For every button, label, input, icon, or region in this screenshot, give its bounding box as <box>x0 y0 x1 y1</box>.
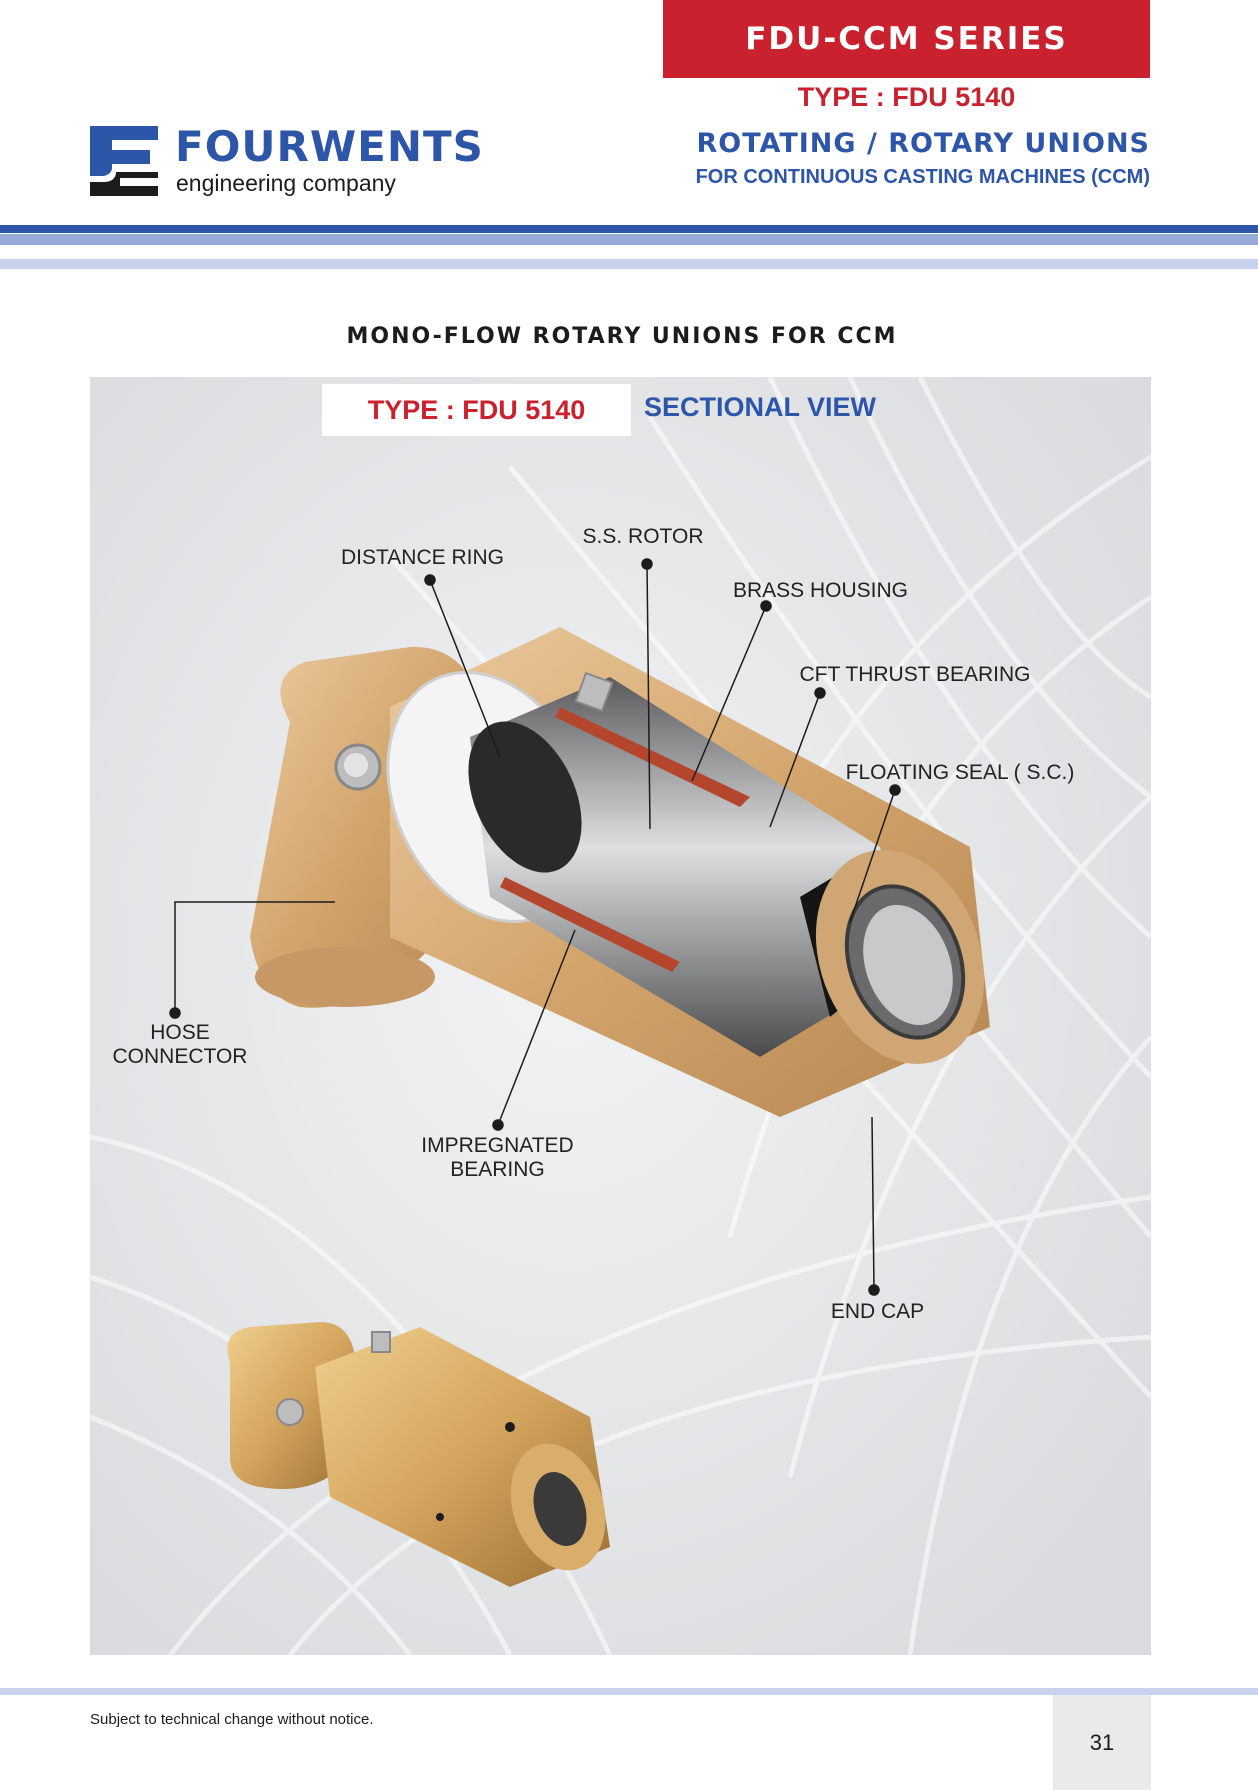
page-number: 31 <box>1089 1729 1115 1755</box>
callout-distance-ring: DISTANCE RING <box>341 546 504 569</box>
footer-band <box>0 1688 1258 1695</box>
company-logo-icon <box>90 126 158 196</box>
sectional-view-illustration <box>227 627 990 1587</box>
callout-cft-thrust-bearing: CFT THRUST BEARING <box>799 663 1031 686</box>
section-heading: MONO-FLOW ROTARY UNIONS FOR CCM <box>346 324 898 349</box>
callout-ss-rotor: S.S. ROTOR <box>582 525 704 548</box>
sectional-view-label: SECTIONAL VIEW <box>644 392 877 422</box>
callout-impregnated-bearing-line1: IMPREGNATED <box>421 1134 574 1157</box>
callout-floating-seal: FLOATING SEAL ( S.C.) <box>845 761 1075 784</box>
callout-hose-connector-line1: HOSE <box>150 1021 210 1044</box>
header-band-mid <box>0 234 1258 245</box>
product-subtitle: FOR CONTINUOUS CASTING MACHINES (CCM) <box>695 166 1150 188</box>
company-tagline: engineering company <box>176 170 396 196</box>
callout-brass-housing: BRASS HOUSING <box>732 579 909 602</box>
figure-type-label: TYPE : FDU 5140 <box>367 394 586 425</box>
callout-hose-connector-line2: CONNECTOR <box>112 1045 248 1068</box>
page-number-box: 31 <box>1053 1695 1151 1790</box>
header-band-dark <box>0 225 1258 233</box>
type-label: TYPE : FDU 5140 <box>797 82 1016 112</box>
callout-impregnated-bearing-line2: BEARING <box>450 1158 545 1181</box>
figure-type-box: TYPE : FDU 5140 <box>322 384 631 436</box>
header-band-light <box>0 259 1258 269</box>
product-title: ROTATING / ROTARY UNIONS <box>696 128 1150 159</box>
footer-note: Subject to technical change without noti… <box>90 1711 374 1728</box>
figure-panel <box>90 377 1151 1655</box>
series-banner: FDU-CCM SERIES <box>663 0 1150 78</box>
series-title: FDU-CCM SERIES <box>745 21 1068 57</box>
callout-end-cap: END CAP <box>830 1300 925 1323</box>
company-name: FOURWENTS <box>175 122 484 171</box>
callout-leaders <box>169 558 901 1296</box>
